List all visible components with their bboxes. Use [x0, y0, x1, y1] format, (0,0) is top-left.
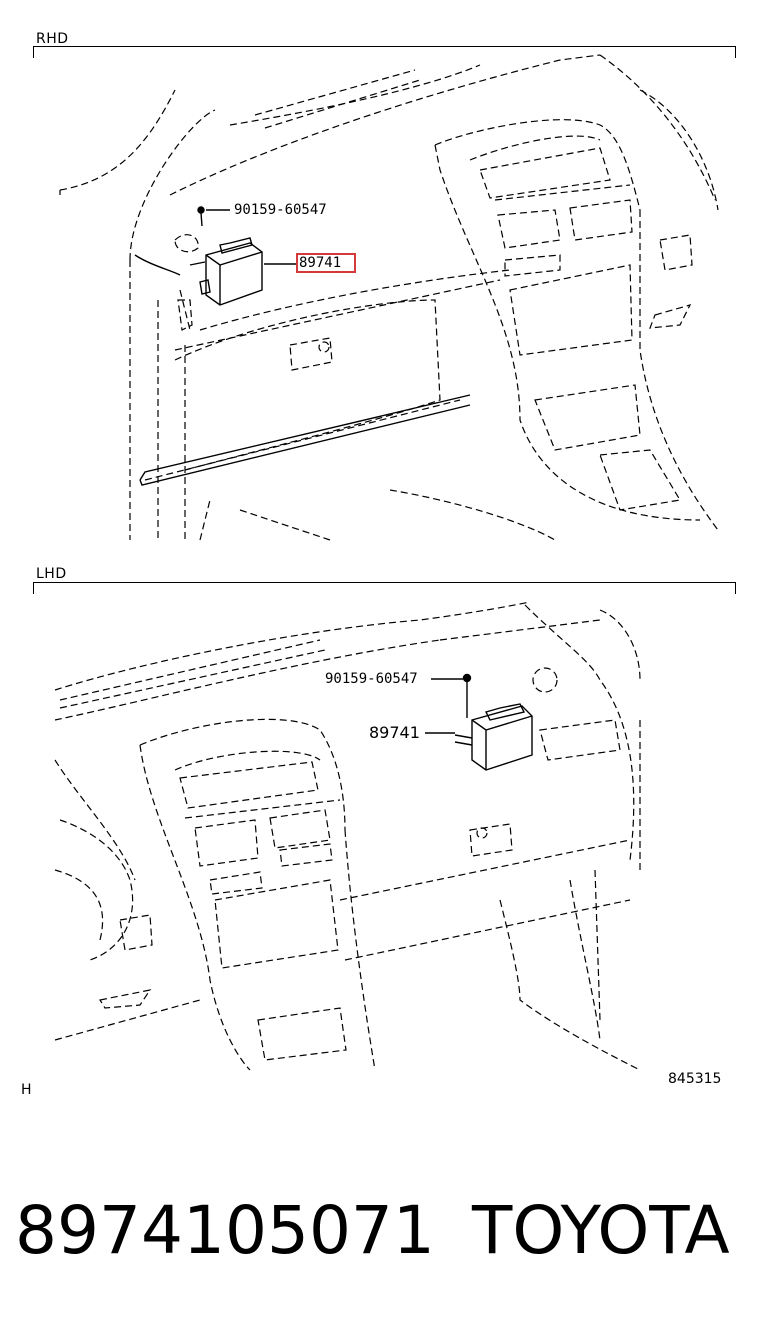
illustration-code: 845315 [668, 1071, 722, 1087]
lhd-divider-left-tick [33, 582, 34, 594]
lhd-dashboard-illustration [54, 601, 641, 1071]
lhd-module-part-label[interactable]: 89741 [369, 723, 420, 742]
rhd-module-part-label[interactable]: 89741 [299, 255, 342, 271]
rhd-dashboard-illustration [59, 54, 719, 541]
rhd-section-label: RHD [36, 31, 69, 47]
lhd-divider-right-tick [735, 582, 736, 594]
rhd-divider-right-tick [735, 46, 736, 58]
brand-name: TOYOTA [472, 1192, 730, 1269]
lhd-bolt-part-label[interactable]: 90159-60547 [325, 671, 418, 687]
rhd-section-divider [33, 46, 735, 47]
rhd-divider-left-tick [33, 46, 34, 58]
lhd-section-label: LHD [36, 566, 67, 582]
corner-mark: H [21, 1082, 32, 1098]
part-number: 8974105071 [15, 1192, 435, 1269]
rhd-bolt-part-label[interactable]: 90159-60547 [234, 202, 327, 218]
rhd-module-highlight-box [296, 253, 356, 273]
lhd-section-divider [33, 582, 735, 583]
